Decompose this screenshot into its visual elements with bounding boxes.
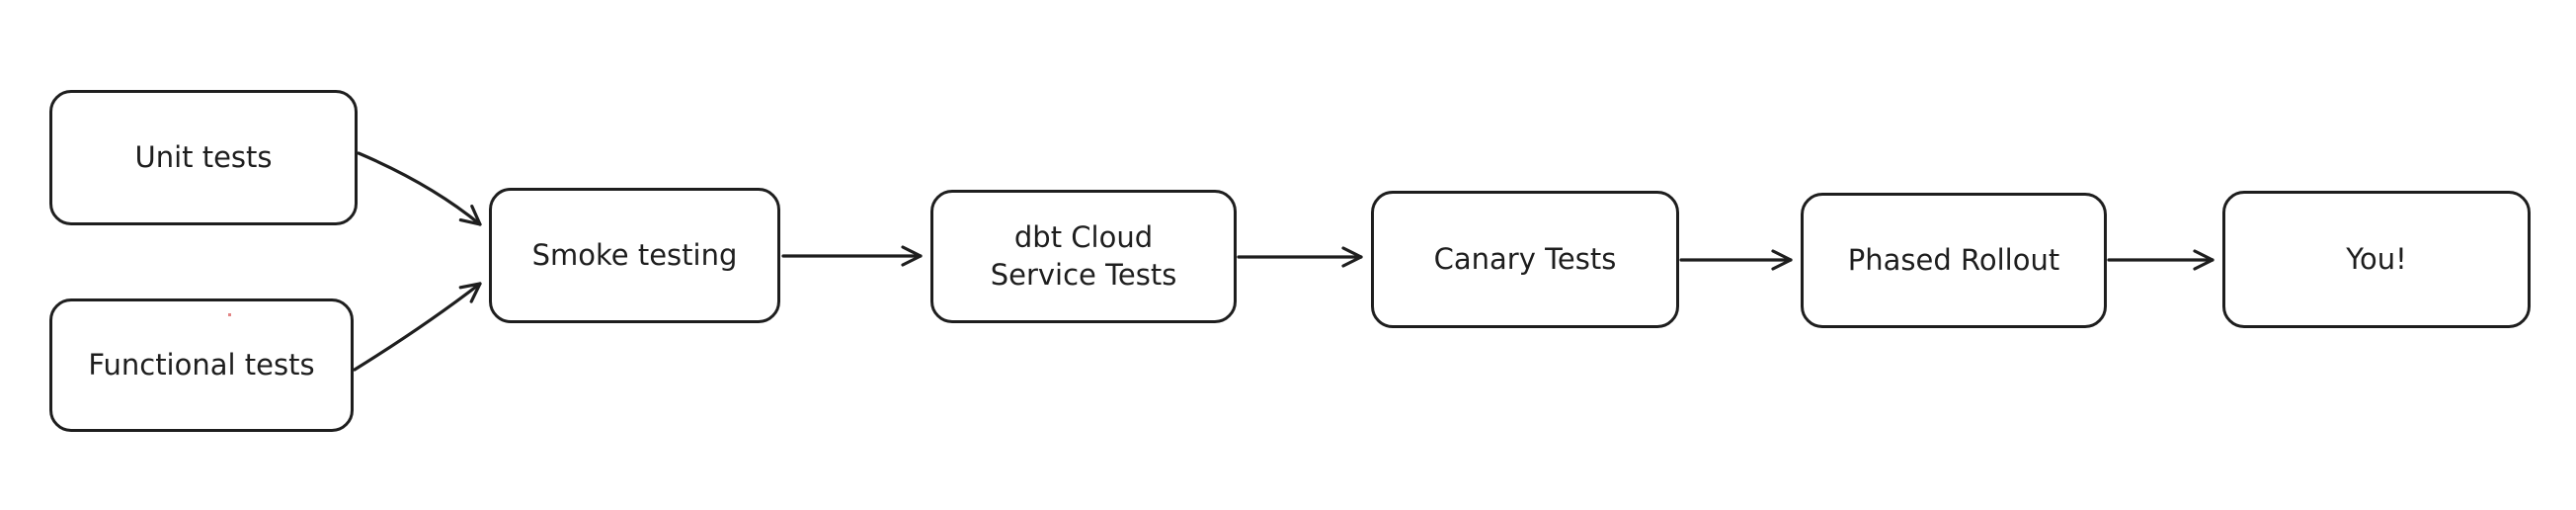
node-unit-tests: Unit tests [49, 90, 358, 225]
stray-red-pixel [228, 313, 231, 316]
node-unit-tests-label: Unit tests [134, 139, 273, 174]
edge-unit-tests-to-smoke-testing [357, 151, 482, 226]
node-you: You! [2222, 191, 2531, 328]
node-canary-tests: Canary Tests [1371, 191, 1679, 328]
node-phased-rollout-label: Phased Rollout [1847, 242, 2060, 277]
node-you-label: You! [2346, 241, 2407, 276]
node-functional-tests-label: Functional tests [88, 347, 315, 382]
node-smoke-testing-label: Smoke testing [531, 237, 738, 272]
node-dbt-cloud-service-tests: dbt Cloud Service Tests [930, 190, 1237, 323]
node-functional-tests: Functional tests [49, 298, 354, 432]
node-phased-rollout: Phased Rollout [1801, 193, 2107, 328]
edge-functional-tests-to-smoke-testing [353, 282, 482, 372]
node-dbt-cloud-service-tests-label: dbt Cloud Service Tests [990, 219, 1177, 292]
node-smoke-testing: Smoke testing [489, 188, 780, 323]
node-canary-tests-label: Canary Tests [1433, 241, 1617, 276]
